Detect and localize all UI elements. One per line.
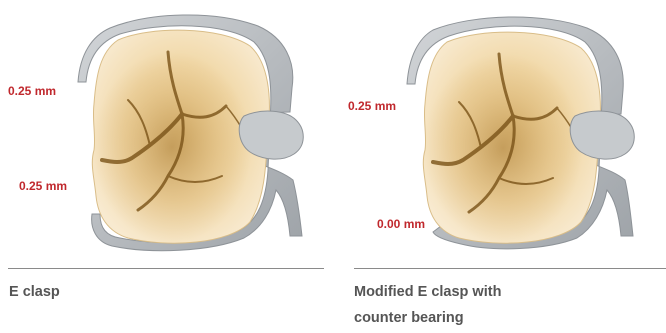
panel-e-clasp: 0.25 mm 0.25 mm E clasp (0, 0, 333, 333)
divider-left (8, 268, 324, 269)
caption-line-1: Modified E clasp with (354, 279, 501, 305)
measurement-top-right: 0.25 mm (348, 99, 396, 113)
caption-e-clasp: E clasp (9, 279, 60, 305)
divider-right (354, 268, 666, 269)
measurement-top-left: 0.25 mm (8, 84, 56, 98)
caption-line-2: counter bearing (354, 305, 501, 331)
panel-modified-e-clasp: 0.25 mm 0.00 mm Modified E clasp with co… (333, 0, 666, 333)
measurement-bottom-right: 0.00 mm (377, 217, 425, 231)
e-clasp-tooth-illustration (0, 0, 333, 260)
caption-modified-e-clasp: Modified E clasp with counter bearing (354, 279, 501, 331)
measurement-bottom-left: 0.25 mm (19, 179, 67, 193)
